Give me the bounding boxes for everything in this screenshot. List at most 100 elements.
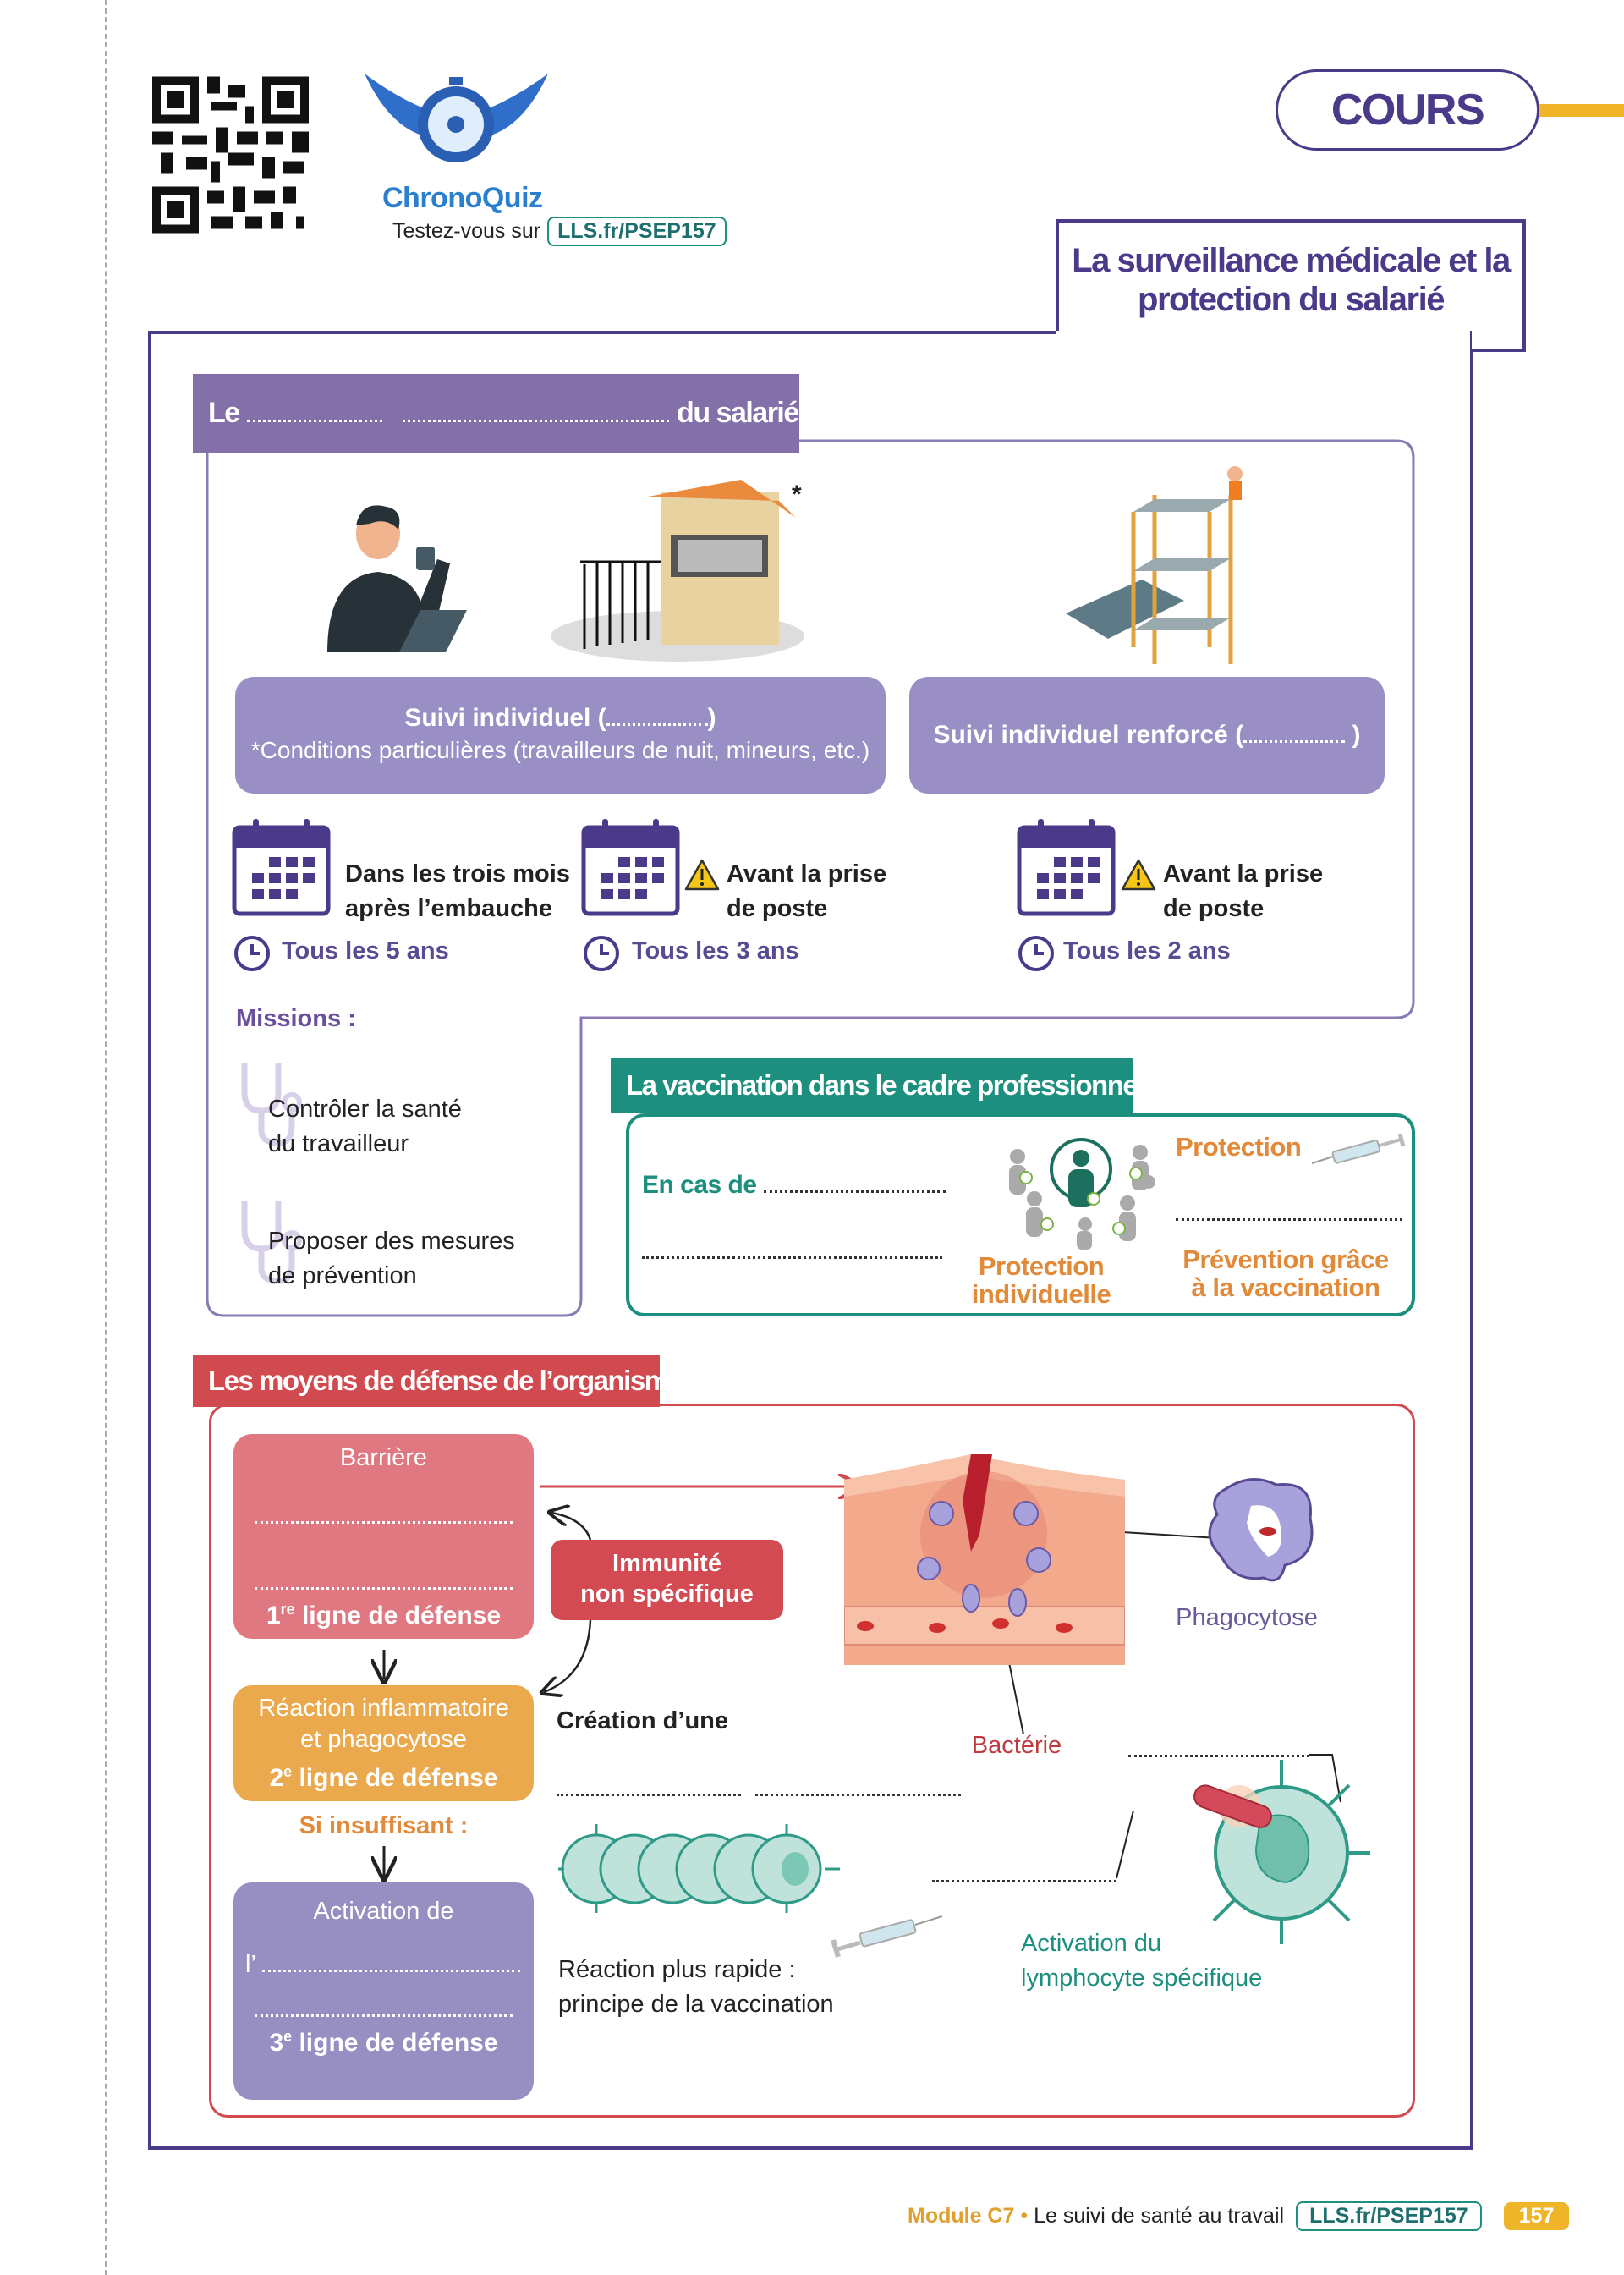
- suivi-individuel-box: Suivi individuel () *Conditions particul…: [235, 677, 886, 794]
- case-label: En cas de: [642, 1171, 757, 1199]
- section-tag: COURS: [1276, 69, 1539, 151]
- clock-icon: [1018, 936, 1054, 971]
- blank-line[interactable]: [1243, 740, 1346, 743]
- section-tag-connector: [1528, 104, 1624, 117]
- footer: Module C7 • Le suivi de santé au travail…: [908, 2200, 1570, 2232]
- blank-line[interactable]: [763, 1190, 946, 1193]
- blank-line[interactable]: [932, 1880, 1116, 1882]
- quiz-brand: ChronoQuiz: [382, 182, 543, 214]
- blank-line[interactable]: [606, 723, 708, 726]
- clock-icon: [584, 936, 619, 971]
- schedule-frequency: Tous les 5 ans: [282, 937, 449, 964]
- mission-2-line1: Proposer des mesures: [268, 1228, 515, 1255]
- quiz-link[interactable]: LLS.fr/PSEP157: [547, 217, 727, 246]
- mission-1-line1: Contrôler la santé: [268, 1096, 462, 1123]
- when-line2: de poste: [727, 895, 828, 922]
- skin-wound-illustration: [844, 1454, 1125, 1665]
- case-row: En cas de: [642, 1171, 946, 1200]
- calendar-icon: [1017, 819, 1116, 916]
- page-title-line1: La surveillance médicale et la: [1072, 242, 1511, 279]
- footer-chapter: Le suivi de santé au travail: [1034, 2203, 1285, 2228]
- page-title-line2: protection du salarié: [1138, 281, 1445, 318]
- blank-line[interactable]: [255, 1521, 513, 1524]
- defense-heading: Les moyens de défense de l’organisme: [193, 1355, 683, 1407]
- qr-code[interactable]: [152, 75, 309, 234]
- scaffolding-illustration: [1066, 466, 1243, 664]
- clock-icon: [234, 936, 270, 971]
- suivi-heading-prefix: Le: [208, 397, 240, 429]
- blank-line[interactable]: [557, 1794, 741, 1796]
- suivi-individuel-title: Suivi individuel (: [404, 704, 606, 732]
- activation-prefix: l’: [245, 1951, 255, 1978]
- vaccination-heading: La vaccination dans le cadre professionn…: [611, 1058, 1144, 1113]
- prevention-line1: Prévention grâce: [1182, 1245, 1389, 1274]
- suivi-heading-suffix: du salarié: [677, 397, 799, 429]
- first-line-label: 1re ligne de défense: [266, 1601, 502, 1629]
- blank-line[interactable]: [642, 1256, 942, 1259]
- phagocyte-illustration: [1208, 1478, 1314, 1582]
- schedule-frequency: Tous les 2 ans: [1063, 937, 1231, 964]
- when-line1: Dans les trois mois: [345, 860, 570, 887]
- individual-protection-line2: individuelle: [971, 1279, 1111, 1309]
- barrier-box: Barrière 1re ligne de défense: [233, 1434, 534, 1639]
- when-line2: de poste: [1163, 895, 1265, 922]
- missions-label: Missions :: [236, 1005, 356, 1032]
- when-line1: Avant la prise: [1163, 860, 1324, 887]
- protection-label: Protection: [1176, 1132, 1302, 1162]
- inflammation-line2: et phagocytose: [300, 1726, 467, 1753]
- barrier-title: Barrière: [339, 1444, 428, 1471]
- prevention-line2: à la vaccination: [1191, 1272, 1380, 1302]
- lympho-line2: lymphocyte spécifique: [1021, 1965, 1263, 1992]
- faster-reaction: Réaction plus rapide :principe de la vac…: [558, 1953, 834, 2022]
- blank-line[interactable]: [261, 1970, 520, 1972]
- lymphocyte-bacteria-illustration: [1193, 1760, 1370, 1944]
- footer-link[interactable]: LLS.fr/PSEP157: [1296, 2201, 1482, 2231]
- syringe-icon: [831, 1915, 942, 1958]
- mission-2-line2: de prévention: [268, 1262, 417, 1289]
- lympho-line1: Activation du: [1021, 1930, 1162, 1957]
- suivi-renforce-title: Suivi individuel renforcé (: [933, 721, 1244, 749]
- warning-icon: [1121, 859, 1156, 891]
- blank-line[interactable]: [247, 420, 383, 422]
- defense-box: [209, 1404, 1415, 2118]
- second-line-label: 2e ligne de défense: [269, 1763, 498, 1792]
- chronoquiz-logo-icon: [365, 74, 548, 162]
- inflammation-line1: Réaction inflammatoire: [258, 1695, 509, 1722]
- suivi-section-border: [206, 439, 1415, 1317]
- when-line1: Avant la prise: [727, 860, 887, 887]
- vaccinated-crowd-illustration: [1009, 1138, 1155, 1250]
- inflammation-box: Réaction inflammatoire et phagocytose 2e…: [233, 1685, 534, 1801]
- paren: ): [707, 704, 716, 732]
- blank-line[interactable]: [402, 420, 669, 422]
- suivi-individuel-note: *Conditions particulières (travailleurs …: [250, 737, 870, 763]
- footer-bullet: •: [1014, 2203, 1034, 2228]
- blank-line[interactable]: [255, 1587, 513, 1590]
- blank-line[interactable]: [1176, 1218, 1402, 1221]
- calendar-icon: [581, 819, 680, 916]
- quiz-prompt: Testez-vous sur: [392, 219, 541, 243]
- when-line2: après l’embauche: [345, 895, 552, 922]
- blank-line[interactable]: [255, 2014, 513, 2017]
- suivi-heading: Le du salarié: [193, 374, 799, 453]
- third-line-label: 3e ligne de défense: [269, 2028, 498, 2057]
- stethoscope-icon: [241, 1063, 302, 1146]
- blank-line[interactable]: [1128, 1755, 1309, 1757]
- mission-1: Contrôler la santé du travailleur: [268, 1092, 462, 1162]
- suivi-renforce-box: Suivi individuel renforcé ( ): [909, 677, 1385, 794]
- warning-icon: [684, 859, 720, 891]
- blank-line[interactable]: [755, 1794, 961, 1796]
- individual-protection-line1: Protection: [978, 1251, 1105, 1281]
- page-number: 157: [1503, 2201, 1570, 2230]
- page-title-box: La surveillance médicale et la protectio…: [1056, 219, 1526, 352]
- schedule-when: Dans les trois mois après l’embauche: [345, 857, 570, 926]
- guard-house-illustration: [551, 480, 804, 662]
- frame-join: [1056, 331, 1473, 352]
- faster-line1: Réaction plus rapide :: [558, 1956, 796, 1983]
- calendar-icon: [232, 819, 331, 916]
- margin-guide: [105, 0, 107, 2275]
- mission-1-line2: du travailleur: [268, 1130, 409, 1157]
- asterisk: *: [792, 481, 802, 508]
- paren: ): [1345, 721, 1361, 749]
